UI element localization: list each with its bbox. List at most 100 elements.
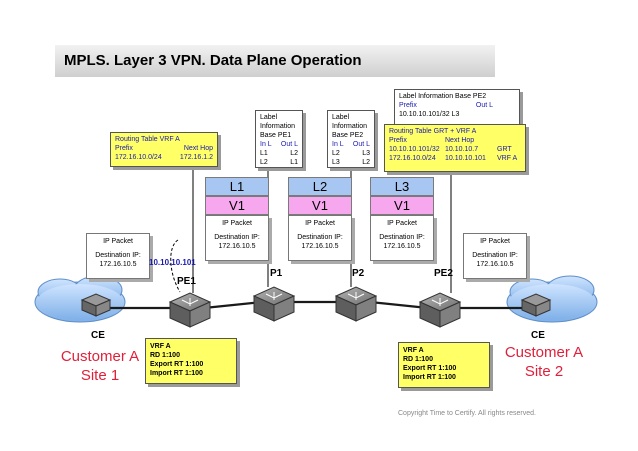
lib-pe1-r2-in: L2 <box>260 159 268 166</box>
lib-pe2-out: Out L <box>352 141 370 148</box>
vrf-a-prefix: 172.16.10.0/24 <box>115 154 162 161</box>
lib-pe2-large-col-out: Out L <box>475 102 493 109</box>
lib-pe2-r2-in: L3 <box>332 159 340 166</box>
label-stack-2-inner: V1 <box>288 196 352 215</box>
ip-packet-2-dest-value: 172.16.10.5 <box>301 243 339 250</box>
col-prefix: Prefix <box>115 145 133 152</box>
lib-pe1-r2-out: L1 <box>290 159 298 166</box>
lib-pe2-large-row: 10.10.10.101/32 L3 <box>399 111 460 118</box>
routing-table-grt: Routing Table GRT + VRF A Prefix Next Ho… <box>384 124 526 172</box>
grt-r2-prefix: 172.16.10.0/24 <box>389 155 436 162</box>
ip-packet-1-title: IP Packet <box>222 220 252 227</box>
label-stack-1-outer: L1 <box>205 177 269 196</box>
vrf-left-rd: RD 1:100 <box>150 352 180 359</box>
lib-pe2-r2-out: L2 <box>362 159 370 166</box>
ip-packet-3-title: IP Packet <box>387 220 417 227</box>
router-label-ce-left: CE <box>91 330 105 341</box>
vrf-left-export: Export RT 1:100 <box>150 361 204 368</box>
router-label-pe1: PE1 <box>177 276 196 287</box>
grt-r1-table: GRT <box>497 146 512 153</box>
lib-pe2-title-2: Information <box>332 123 368 130</box>
ip-packet-2-dest-label: Destination IP: <box>297 234 343 241</box>
ip-packet-right-title: IP Packet <box>480 238 510 245</box>
router-label-p1: P1 <box>270 268 283 279</box>
lib-pe2-r1-out: L3 <box>362 150 370 157</box>
lib-pe1-title-3: Base PE1 <box>260 132 292 139</box>
ip-packet-3-dest-value: 172.16.10.5 <box>383 243 421 250</box>
page-title: MPLS. Layer 3 VPN. Data Plane Operation <box>64 52 362 69</box>
ip-packet-left-title: IP Packet <box>103 238 133 245</box>
router-pe1-icon <box>168 292 212 328</box>
label-stack-3-outer: L3 <box>370 177 434 196</box>
label-stack-3-inner: V1 <box>370 196 434 215</box>
ip-packet-1-dest-label: Destination IP: <box>214 234 260 241</box>
lib-pe2-title-1: Label <box>332 114 350 121</box>
title-bar <box>55 45 495 77</box>
grt-col-next-hop: Next Hop <box>445 137 475 144</box>
router-label-ce-right: CE <box>531 330 545 341</box>
site-left-line1: Customer A <box>60 348 140 365</box>
pe1-address: 10.10.10.101 <box>149 258 196 267</box>
vrf-right-export: Export RT 1:100 <box>403 365 457 372</box>
vrf-left-import: Import RT 1:100 <box>150 370 203 377</box>
ip-packet-right: IP Packet Destination IP: 172.16.10.5 <box>463 233 527 279</box>
vrf-left-name: VRF A <box>150 343 171 350</box>
label-stack-1-inner: V1 <box>205 196 269 215</box>
site-left-line2: Site 1 <box>80 367 120 384</box>
vrf-box-left: VRF A RD 1:100 Export RT 1:100 Import RT… <box>145 338 237 384</box>
copyright-text: Copyright Time to Certify. All rights re… <box>398 410 536 417</box>
site-label-left: Customer A Site 1 <box>60 347 140 385</box>
col-next-hop: Next Hop <box>183 145 213 152</box>
site-right-line1: Customer A <box>504 344 584 361</box>
router-label-pe2: PE2 <box>434 268 453 279</box>
vrf-box-right: VRF A RD 1:100 Export RT 1:100 Import RT… <box>398 342 490 388</box>
lib-pe1-in: In L <box>260 141 272 148</box>
site-right-line2: Site 2 <box>524 363 564 380</box>
routing-table-vrf-a-title: Routing Table VRF A <box>115 136 180 143</box>
vrf-right-import: Import RT 1:100 <box>403 374 456 381</box>
grt-r1-next-hop: 10.10.10.7 <box>445 146 479 153</box>
grt-col-prefix: Prefix <box>389 137 407 144</box>
cloud-right-icon <box>506 275 598 323</box>
router-p2-icon <box>334 286 378 322</box>
ip-packet-3-dest-label: Destination IP: <box>379 234 425 241</box>
lib-pe1-title-2: Information <box>260 123 296 130</box>
cloud-left-icon <box>34 275 126 323</box>
vrf-right-name: VRF A <box>403 347 424 354</box>
grt-r2-table: VRF A <box>497 155 518 162</box>
ip-packet-right-dest-value: 172.16.10.5 <box>476 261 514 268</box>
ip-packet-left: IP Packet Destination IP: 172.16.10.5 <box>86 233 150 279</box>
routing-table-grt-title: Routing Table GRT + VRF A <box>389 128 477 135</box>
router-ce-left-icon <box>80 293 112 317</box>
ip-packet-2-title: IP Packet <box>305 220 335 227</box>
vrf-a-next-hop: 172.16.1.2 <box>179 154 213 161</box>
ip-packet-3: IP Packet Destination IP: 172.16.10.5 <box>370 215 434 261</box>
grt-r2-next-hop: 10.10.10.101 <box>445 155 486 162</box>
lib-pe2-in: In L <box>332 141 344 148</box>
router-ce-right-icon <box>520 293 552 317</box>
ip-packet-left-dest-label: Destination IP: <box>95 252 141 259</box>
site-label-right: Customer A Site 2 <box>498 343 590 381</box>
lib-pe2-title-3: Base PE2 <box>332 132 364 139</box>
router-label-p2: P2 <box>352 268 365 279</box>
router-p1-icon <box>252 286 296 322</box>
lib-pe1-title-1: Label <box>260 114 278 121</box>
ip-packet-1-dest-value: 172.16.10.5 <box>218 243 256 250</box>
grt-r1-prefix: 10.10.10.101/32 <box>389 146 440 153</box>
pe1-dashed-arrow <box>170 239 181 293</box>
ip-packet-2: IP Packet Destination IP: 172.16.10.5 <box>288 215 352 261</box>
lib-pe1-r1-in: L1 <box>260 150 268 157</box>
lib-pe2-r1-in: L2 <box>332 150 340 157</box>
ip-packet-1: IP Packet Destination IP: 172.16.10.5 <box>205 215 269 261</box>
lib-pe2-large-col-prefix: Prefix <box>399 102 417 109</box>
router-pe2-icon <box>418 292 462 328</box>
lib-pe1-r1-out: L2 <box>290 150 298 157</box>
vrf-right-rd: RD 1:100 <box>403 356 433 363</box>
label-stack-2-outer: L2 <box>288 177 352 196</box>
ip-packet-right-dest-label: Destination IP: <box>472 252 518 259</box>
links <box>96 300 532 310</box>
